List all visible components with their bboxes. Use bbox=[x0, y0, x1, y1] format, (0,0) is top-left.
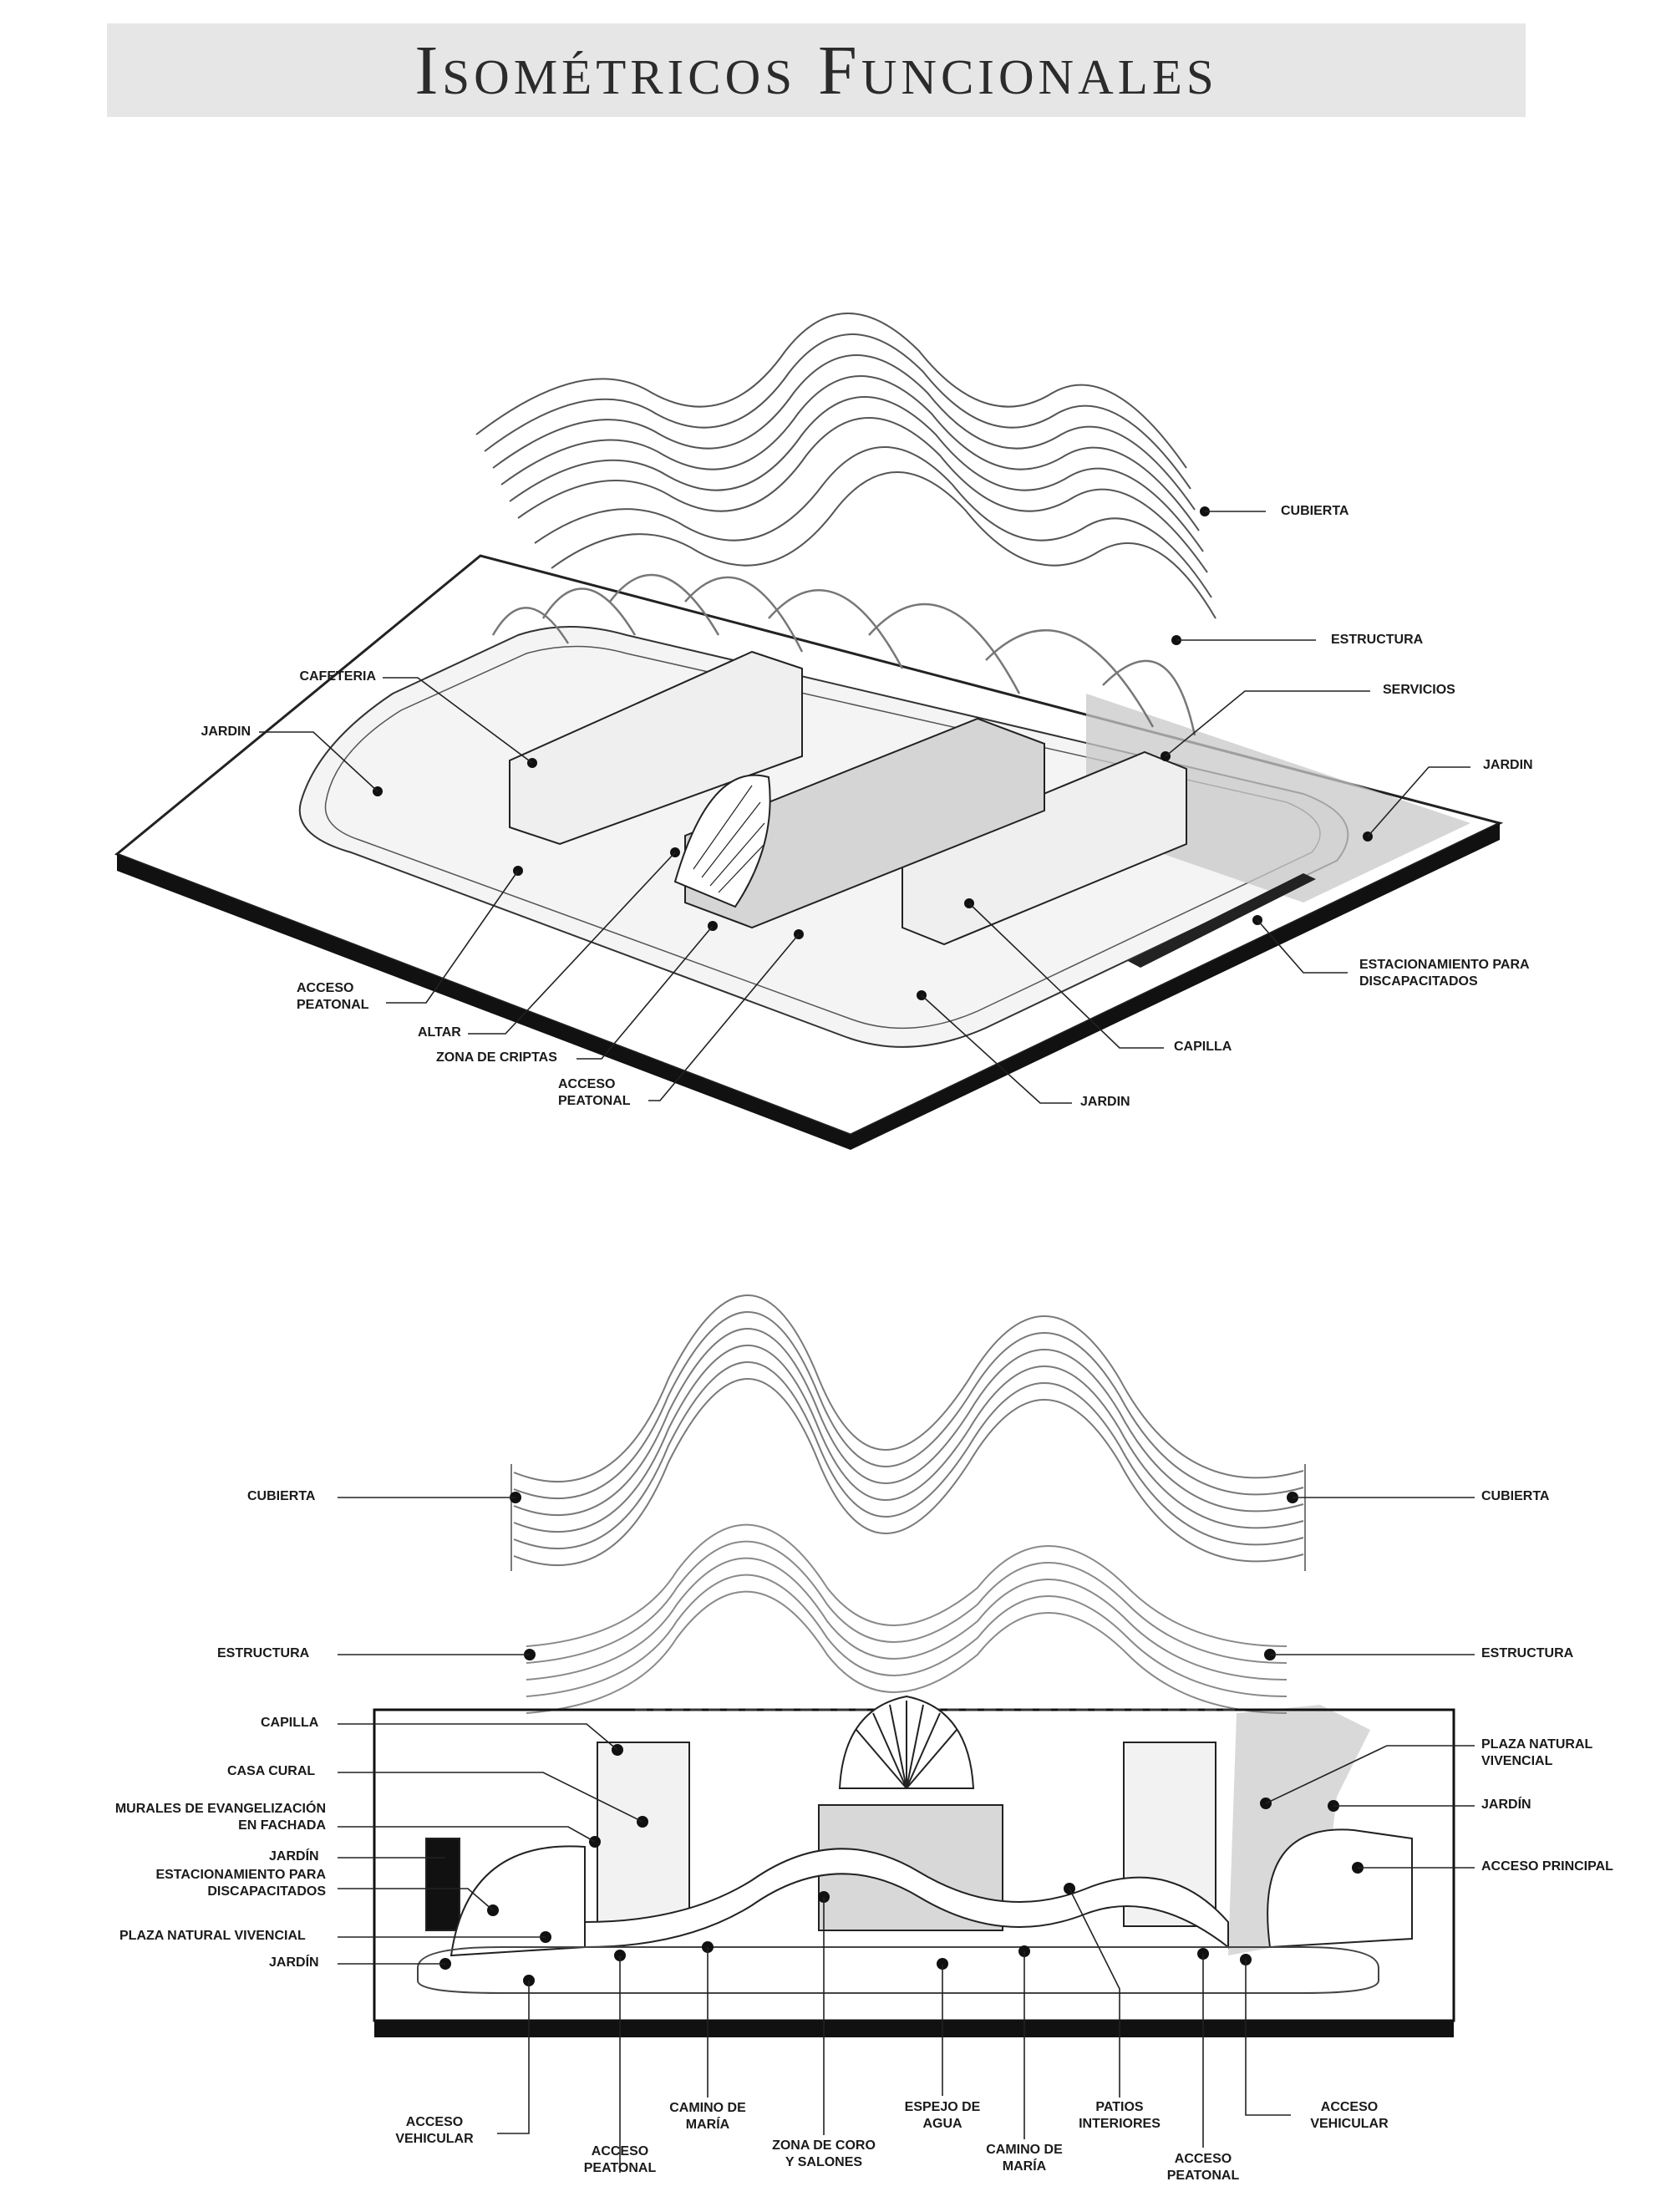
top-leader-lines bbox=[259, 511, 1470, 1104]
bottom-grey-wash bbox=[1228, 1705, 1370, 1955]
bottom-label-jardin-2: JARDÍN bbox=[269, 1955, 319, 1970]
bottom-label-acceso-vehicular-left: ACCESO VEHICULAR bbox=[395, 2115, 474, 2146]
bottom-label-estructura-left: ESTRUCTURA bbox=[217, 1646, 310, 1660]
top-label-altar: ALTAR bbox=[418, 1025, 461, 1040]
bottom-label-zona-coro: ZONA DE CORO Y SALONES bbox=[772, 2138, 876, 2169]
bottom-label-jardin-right: JARDÍN bbox=[1481, 1798, 1531, 1812]
bottom-label-acceso-peatonal-right: ACCESO PEATONAL bbox=[1166, 2152, 1240, 2183]
top-label-estacionamiento: ESTACIONAMIENTO PARA DISCAPACITADOS bbox=[1359, 958, 1530, 989]
bottom-elevation bbox=[338, 1294, 1475, 2173]
top-label-zona-criptas: ZONA DE CRIPTAS bbox=[436, 1050, 557, 1065]
top-label-acceso-peatonal-2: ACCESO PEATONAL bbox=[558, 1077, 631, 1108]
page-title: Isométricos Funcionales bbox=[414, 31, 1218, 109]
bottom-label-acceso-principal: ACCESO PRINCIPAL bbox=[1481, 1859, 1613, 1874]
bottom-label-acceso-vehicular-right: ACCESO VEHICULAR bbox=[1310, 2100, 1389, 2131]
bottom-label-acceso-peatonal-left: ACCESO PEATONAL bbox=[583, 2144, 657, 2175]
bottom-leader-lines bbox=[338, 1497, 1475, 2173]
bottom-label-patios: PATIOS INTERIORES bbox=[1079, 2100, 1161, 2131]
bottom-structure bbox=[526, 1523, 1288, 1714]
bottom-label-camino-maria-2: CAMINO DE MARÍA bbox=[986, 2143, 1063, 2174]
top-label-estructura: ESTRUCTURA bbox=[1331, 633, 1424, 647]
title-band bbox=[107, 23, 1526, 117]
bottom-roof bbox=[510, 1294, 1306, 1571]
top-label-capilla: CAPILLA bbox=[1174, 1040, 1232, 1054]
bottom-label-jardin-1: JARDÍN bbox=[269, 1849, 319, 1864]
bottom-label-plaza-left: PLAZA NATURAL VIVENCIAL bbox=[119, 1929, 306, 1943]
bottom-label-cubierta-right: CUBIERTA bbox=[1481, 1489, 1550, 1503]
top-label-servicios: SERVICIOS bbox=[1383, 683, 1455, 697]
top-grey-ground bbox=[1086, 694, 1470, 903]
bottom-ground-path bbox=[417, 1946, 1379, 1994]
top-roof bbox=[475, 313, 1216, 619]
top-structure-arches bbox=[491, 573, 1196, 736]
bottom-central-fan bbox=[838, 1695, 975, 1789]
top-label-jardin-right: JARDIN bbox=[1483, 758, 1533, 772]
bottom-label-murales: MURALES DE EVANGELIZACIÓN EN FACHADA bbox=[114, 1802, 326, 1833]
top-base-edge-left bbox=[117, 854, 851, 1150]
bottom-label-espejo-agua: ESPEJO DE AGUA bbox=[904, 2100, 981, 2131]
top-label-cafeteria: CAFETERIA bbox=[299, 669, 376, 684]
bottom-base-bar bbox=[374, 2021, 1454, 2037]
bottom-label-camino-maria-1: CAMINO DE MARÍA bbox=[669, 2101, 746, 2132]
top-base-edge-right bbox=[851, 823, 1500, 1150]
bottom-label-estructura-right: ESTRUCTURA bbox=[1481, 1646, 1574, 1660]
top-label-jardin-left: JARDIN bbox=[201, 725, 251, 739]
bottom-label-capilla: CAPILLA bbox=[261, 1716, 319, 1730]
top-parking-strip bbox=[1128, 873, 1316, 968]
bottom-label-plaza-right: PLAZA NATURAL VIVENCIAL bbox=[1481, 1737, 1593, 1768]
bottom-label-cubierta-left: CUBIERTA bbox=[247, 1489, 316, 1503]
top-label-cubierta: CUBIERTA bbox=[1281, 504, 1349, 518]
bottom-wave-ribbon bbox=[584, 1848, 1229, 1950]
top-label-acceso-peatonal-1: ACCESO PEATONAL bbox=[297, 981, 369, 1012]
bottom-label-casa-cural: CASA CURAL bbox=[227, 1764, 316, 1778]
top-label-jardin-bottom: JARDIN bbox=[1080, 1095, 1130, 1109]
bottom-label-estacionamiento: ESTACIONAMIENTO PARA DISCAPACITADOS bbox=[155, 1868, 326, 1899]
top-isometric bbox=[114, 313, 1504, 1150]
top-buildings bbox=[509, 650, 1187, 946]
